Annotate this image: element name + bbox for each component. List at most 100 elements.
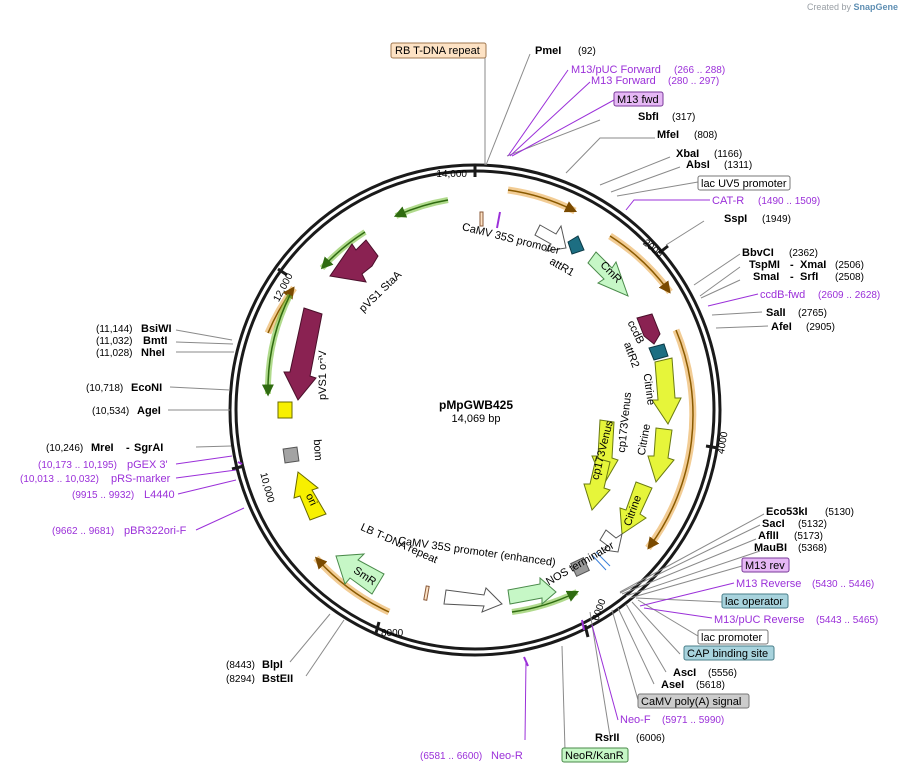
- site-m13puc-f-name: M13/pUC Forward: [571, 64, 661, 76]
- label-cp173venus-1: cp173Venus: [616, 391, 634, 453]
- site-tspmi-name2: XmaI: [800, 259, 826, 271]
- box-m13-fwd-text: M13 fwd: [617, 94, 659, 106]
- label-citrine-1: Citrine: [640, 373, 656, 406]
- green-arc-4-core: [511, 590, 580, 613]
- citrine-arrow-1: [651, 357, 682, 425]
- nos-terminator-arrow: [599, 529, 623, 553]
- tick-6000: [583, 624, 590, 638]
- pvs1-repa-arrow: [283, 307, 323, 401]
- green-arc-1: [394, 197, 449, 219]
- site-l4440-pos: (9915 .. 9932): [72, 490, 134, 501]
- primer-mark-neo-r: [523, 656, 529, 667]
- box-lac-promoter-text: lac promoter: [701, 632, 762, 644]
- attr2-shape: [648, 343, 669, 361]
- site-bsteii-name: BstEII: [262, 673, 293, 685]
- site-m13reverse-name: M13 Reverse: [736, 578, 801, 590]
- primer-mark-pgex: [237, 461, 243, 465]
- site-absi-pos: (1311): [724, 160, 752, 171]
- box-neor-kanr: [561, 747, 629, 763]
- site-bbvci-pos: (2362): [789, 248, 818, 259]
- site-m13puc-f-pos: (266 .. 288): [674, 65, 725, 76]
- site-smai-name: SmaI: [753, 271, 779, 283]
- site-aflii-name: AflII: [758, 530, 779, 542]
- polya-stripes: [591, 551, 611, 571]
- label-attr1: attR1: [547, 255, 576, 279]
- box-cap-binding: [683, 645, 775, 661]
- site-afei-name: AfeI: [771, 321, 792, 333]
- green-arc-2-core: [320, 231, 366, 270]
- primer-leaders: [175, 69, 759, 741]
- site-pgex3-name: pGEX 3': [127, 459, 168, 471]
- citrine-arrow-2: [647, 427, 675, 484]
- site-smai-name2: SrfI: [800, 271, 818, 283]
- site-econi-name: EcoNI: [131, 382, 162, 394]
- site-bbvci-name: BbvCI: [742, 247, 774, 259]
- box-lac-operator: [721, 593, 789, 609]
- orange-arc-5-core: [267, 286, 295, 334]
- site-prsmarker-name: pRS-marker: [111, 473, 171, 485]
- plasmid-length: 14,069 bp: [452, 413, 501, 425]
- site-blpi-pos: (8443): [226, 660, 255, 671]
- site-aflii-pos: (5173): [794, 531, 823, 542]
- credit-prefix: Created by: [806, 2, 851, 12]
- label-bom: bom: [311, 439, 324, 461]
- attr1-shape: [567, 235, 585, 255]
- site-mrei-dash: -: [126, 442, 130, 454]
- site-neor-name: Neo-R: [491, 750, 523, 762]
- site-asei-pos: (5618): [696, 680, 725, 691]
- site-mrei-pos: (10,246): [46, 443, 83, 454]
- green-arc-3-core: [261, 294, 291, 397]
- tick-4000: [705, 444, 719, 450]
- smr-arrow: [335, 553, 385, 595]
- site-tspmi-name: TspMI: [749, 259, 780, 271]
- rb-repeat-mark: [479, 211, 484, 227]
- site-smai-dash: -: [790, 271, 794, 283]
- site-bmti-name: BmtI: [143, 335, 167, 347]
- site-rsrii-name: RsrII: [595, 732, 619, 744]
- m13fwd-primer-mark: [496, 211, 501, 229]
- ccdb-arrow: [636, 313, 661, 345]
- plasmid-name: pMpGWB425: [439, 398, 513, 412]
- site-tspmi-dash: -: [790, 259, 794, 271]
- credit-brand: SnapGene: [853, 2, 898, 12]
- site-sbfi-name: SbfI: [638, 111, 659, 123]
- tick-label-2000: 2000: [640, 237, 664, 260]
- tick-12000: [277, 267, 288, 277]
- site-econi-pos: (10,718): [86, 383, 123, 394]
- orange-arc-4-core: [314, 556, 390, 613]
- site-l4440-name: L4440: [144, 489, 175, 501]
- camv35s-enhanced-arrow: [443, 587, 503, 613]
- site-mrei-name2: SgrAI: [134, 442, 163, 454]
- box-lac-promoter: [697, 629, 769, 645]
- site-maubi-pos: (5368): [798, 543, 827, 554]
- site-sali-pos: (2765): [798, 308, 827, 319]
- enzyme-leaders: [168, 53, 769, 751]
- tick-label-14000: 14,000: [436, 169, 467, 180]
- site-neof-name: Neo-F: [620, 714, 651, 726]
- box-m13-fwd: [613, 91, 664, 107]
- site-saci-name: SacI: [762, 518, 785, 530]
- box-lac-operator-text: lac operator: [725, 596, 783, 608]
- site-asci-name: AscI: [673, 667, 696, 679]
- site-ccdbfwd-name: ccdB-fwd: [760, 289, 805, 301]
- tick-8000: [374, 621, 381, 634]
- lb-repeat-mark: [423, 585, 430, 601]
- orange-arc-2-core: [609, 235, 671, 294]
- site-nhei-pos: (11,028): [96, 348, 133, 359]
- site-mfei-name: MfeI: [657, 129, 679, 141]
- orange-arc-1: [507, 186, 577, 215]
- site-sali-name: SalI: [766, 307, 786, 319]
- cmr-arrow: [587, 251, 629, 297]
- site-prsmarker-pos: (10,013 .. 10,032): [20, 474, 99, 485]
- site-mfei-pos: (808): [694, 130, 717, 141]
- ori-arrow: [293, 471, 327, 521]
- site-asei-name: AseI: [661, 679, 684, 691]
- site-agei-name: AgeI: [137, 405, 161, 417]
- site-sspi-pos: (1949): [762, 214, 791, 225]
- site-eco53ki-pos: (5130): [825, 507, 854, 518]
- box-m13-rev: [741, 557, 790, 573]
- site-eco53ki-name: Eco53kI: [766, 506, 808, 518]
- site-agei-pos: (10,534): [92, 406, 129, 417]
- primer-mark-neo-f: [581, 619, 585, 631]
